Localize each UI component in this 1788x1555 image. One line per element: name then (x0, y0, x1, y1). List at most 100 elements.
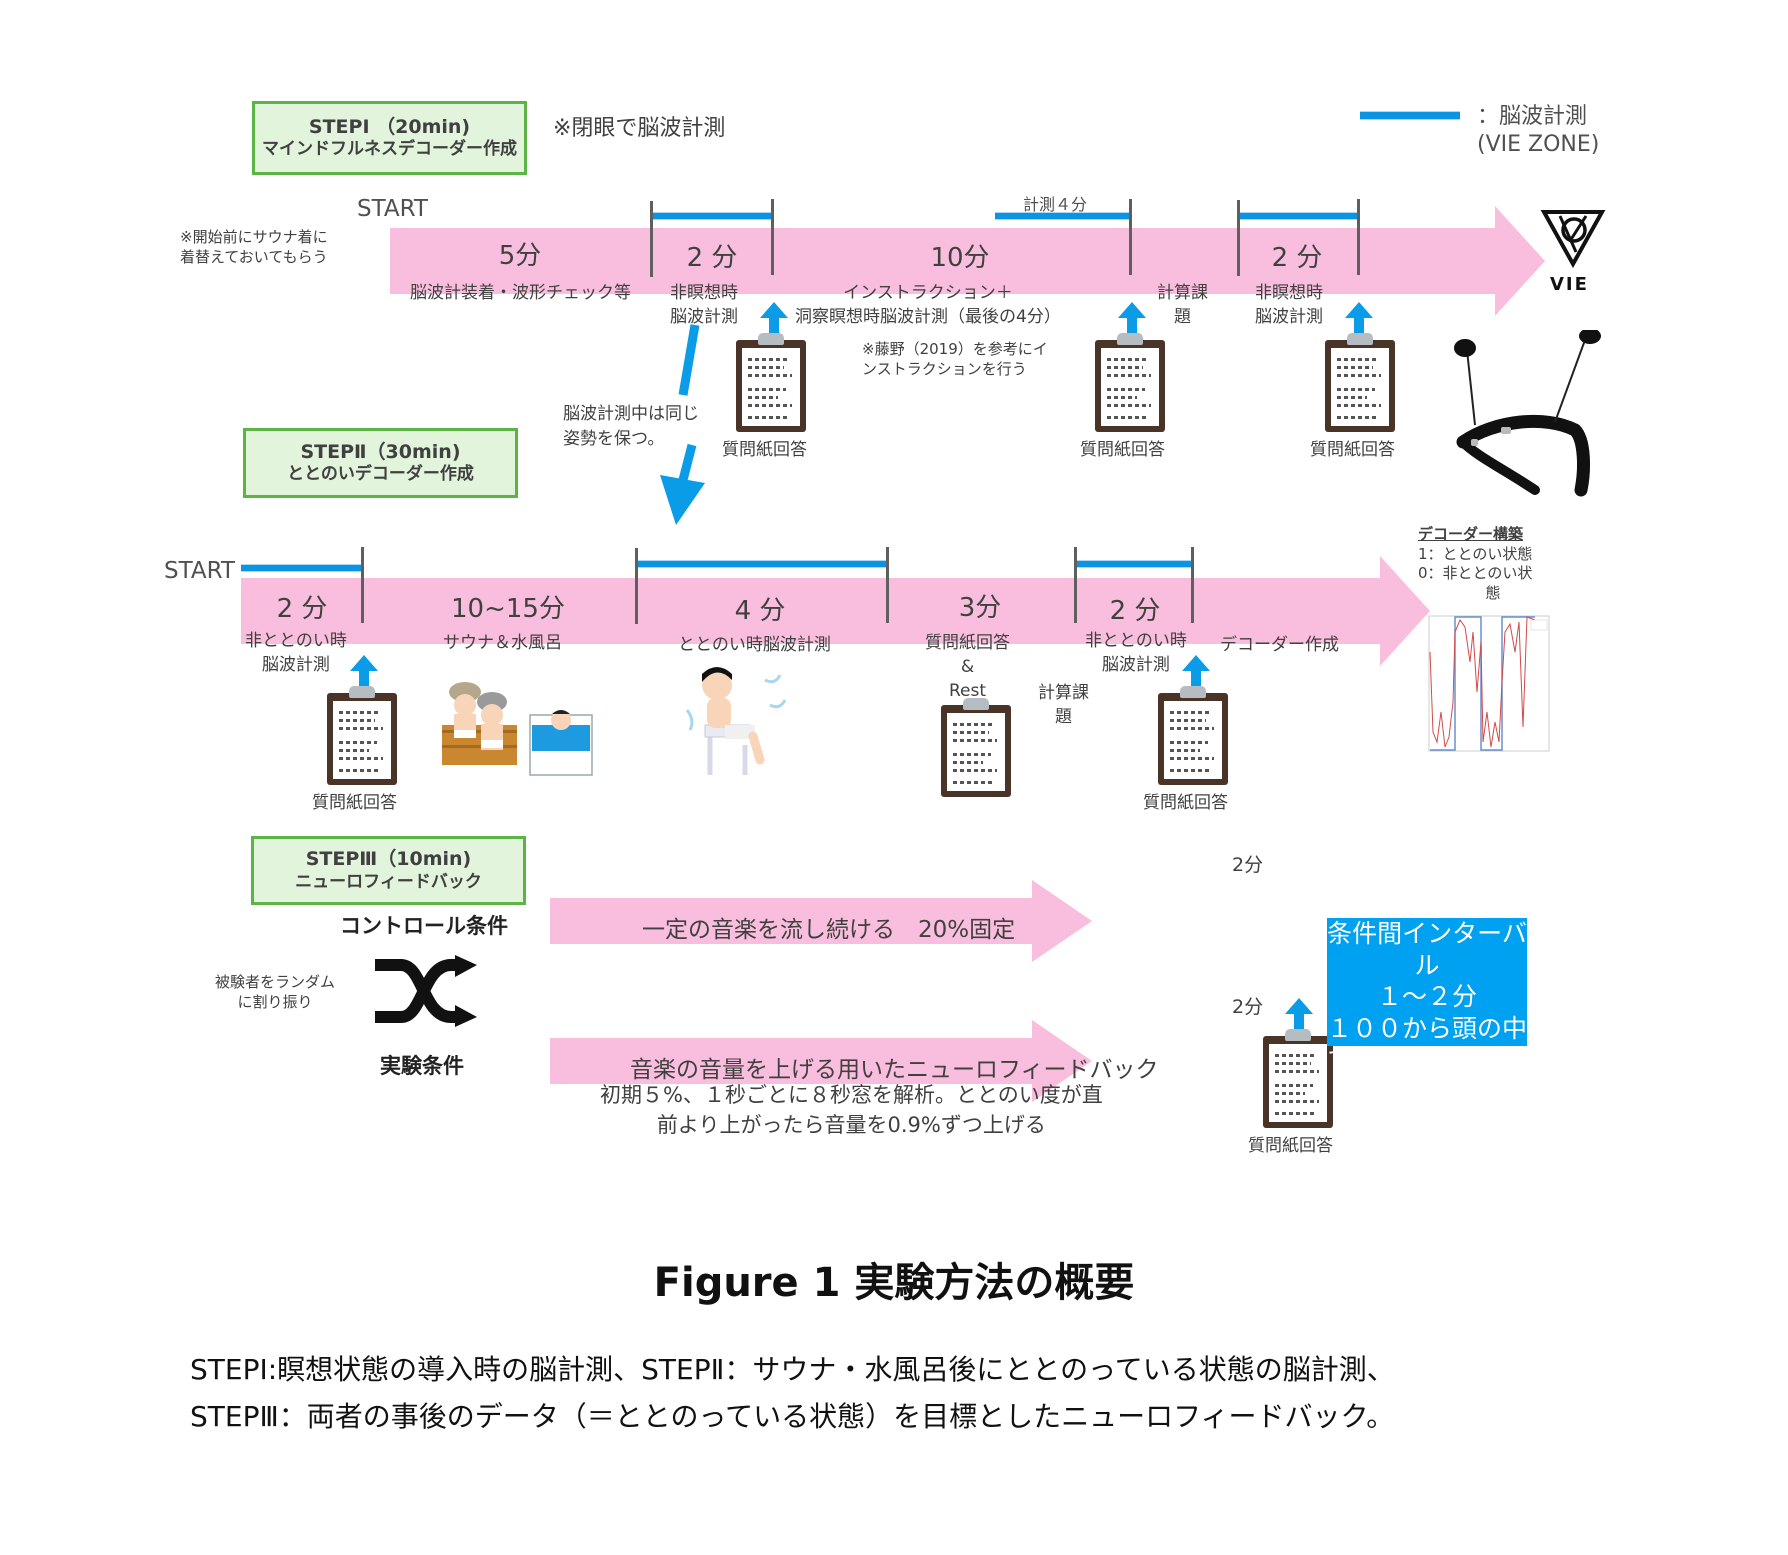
step1-non-meditation-label-2: 非瞑想時 脳波計測 (1255, 282, 1323, 330)
step1-instruction-label: インストラクション＋ 洞察瞑想時脳波計測（最後の4分） (795, 282, 1061, 330)
decoder-line1: 1：ととのい状態 (1418, 544, 1533, 563)
up-arrow-icon (1182, 655, 1210, 703)
step2-non-totonoi-label: 非ととのい時 脳波計測 (245, 630, 347, 678)
experiment-arrow-text: 音楽の音量を上げる用いたニューロフィードバック (630, 1057, 1159, 1083)
step3-subtitle: ニューロフィードバック (295, 871, 482, 892)
posture-note: 脳波計測中は同じ 姿勢を保つ。 (563, 402, 699, 451)
decoder-plot-thumbnail (1428, 615, 1550, 752)
legend-line-label: ：脳波計測 (1477, 104, 1588, 129)
step2-box: STEPⅡ（30min) ととのいデコーダー作成 (243, 428, 518, 498)
step1-segment-label: 2 分 (1271, 243, 1323, 273)
label-line: 題 (1174, 306, 1191, 327)
step1-tick (650, 201, 653, 277)
step1-measure-bar (995, 212, 1129, 220)
step1-pre-note: ※開始前にサウナ着に 着替えておいてもらう (180, 228, 328, 267)
step2-totonoi-label: ととのい時脳波計測 (678, 635, 831, 655)
step1-non-meditation-label: 非瞑想時 脳波計測 (670, 282, 738, 330)
questionnaire-clipboard-icon (1263, 1029, 1333, 1128)
pre-note-line1: ※開始前にサウナ着に (180, 228, 328, 246)
label-line: インストラクション＋ (843, 283, 1013, 303)
legend-line (1360, 111, 1460, 120)
label-line: 非ととのい時 (1085, 631, 1187, 651)
step2-timeline-arrowhead (1380, 556, 1430, 666)
step1-segment-label: 2 分 (686, 243, 738, 273)
step2-questionnaire-label: 質問紙回答 (1143, 793, 1228, 813)
step2-rest-label: 質問紙回答 & Rest (925, 632, 1010, 703)
vie-logo-icon (1540, 210, 1606, 269)
label-line: 脳波計測 (261, 654, 330, 675)
up-arrow-icon (350, 655, 378, 703)
label-line: 前より上がったら音量を0.9%ずつ上げる (656, 1113, 1046, 1138)
step2-timeline-bar (241, 578, 1380, 644)
posture-arrow-icon (660, 324, 705, 525)
step1-questionnaire-label: 質問紙回答 (1080, 440, 1165, 460)
label-line: 脳波計測 (670, 306, 738, 327)
step2-calc-task-label: 計算課 題 (1038, 682, 1089, 730)
step1-start-label: START (357, 196, 428, 222)
questionnaire-clipboard-icon (1095, 333, 1165, 432)
decoder-line3: 態 (1485, 583, 1501, 602)
decoder-line2: 0：非ととのい状 (1418, 564, 1533, 582)
step1-timeline-bar (390, 228, 1495, 294)
step1-box: STEPⅠ （20min) マインドフルネスデコーダー作成 (252, 101, 527, 175)
shuffle-icon (375, 955, 477, 1027)
label-line: 非瞑想時 (1255, 283, 1323, 303)
questionnaire-clipboard-icon (1325, 333, 1395, 432)
step1-timeline-arrowhead (1495, 206, 1545, 316)
step1-reference-note: ※藤野（2019）を参考にイ ンストラクションを行う (862, 340, 1048, 379)
interval-line: で７を引いていく (1327, 1045, 1527, 1074)
experiment-detail: 初期５%、１秒ごとに８秒窓を解析。ととのい度が直 前より上がったら音量を0.9%… (600, 1080, 1103, 1141)
relaxed-person-illustration-icon (685, 667, 787, 775)
control-arrow-bar (550, 898, 1032, 944)
label-line: 姿勢を保つ。 (563, 428, 665, 449)
experiment-condition-label: 実験条件 (380, 1054, 464, 1078)
step2-measure-bar (1077, 560, 1191, 568)
step1-tick (771, 199, 774, 275)
step2-segment-label: 3分 (958, 593, 1002, 623)
label-line: 質問紙回答 (925, 633, 1010, 653)
sauna-illustration-icon (442, 682, 593, 776)
step1-tick (1129, 199, 1132, 275)
interval-line: 条件間インターバル (1327, 919, 1527, 980)
label-line: 脳波計測 (1255, 306, 1323, 327)
step2-measure-bar (241, 564, 361, 572)
step1-segment-label: 10分 (930, 243, 990, 273)
step1-setup-label: 脳波計装着・波形チェック等 (410, 283, 631, 303)
step2-questionnaire-label: 質問紙回答 (312, 793, 397, 813)
label-line: 脳波計測中は同じ (563, 404, 699, 424)
label-line: 洞察瞑想時脳波計測（最後の4分） (795, 306, 1061, 327)
label-line: に割り振り (237, 992, 313, 1011)
legend-line-sub: (VIE ZONE) (1477, 131, 1600, 157)
label-line: 脳波計測 (1101, 654, 1170, 675)
label-line: 計算課 (1157, 283, 1208, 303)
step2-measure-bar (638, 560, 886, 568)
step2-segment-label: 4 分 (734, 596, 786, 626)
questionnaire-clipboard-icon (327, 686, 397, 785)
control-duration: 2分 (1232, 854, 1264, 876)
up-arrow-icon (760, 302, 788, 350)
control-condition-label: コントロール条件 (340, 914, 508, 938)
decoder-panel: デコーダー構築 1：ととのい状態 0：非ととのい状 態 (1418, 525, 1568, 603)
label-line: 初期５%、１秒ごとに８秒窓を解析。ととのい度が直 (600, 1083, 1103, 1107)
vie-brand-label: VIE (1550, 274, 1589, 295)
questionnaire-clipboard-icon (941, 698, 1011, 797)
step1-calc-task-label: 計算課 題 (1157, 282, 1208, 330)
label-line: Rest (948, 680, 987, 701)
step1-questionnaire-label: 質問紙回答 (722, 440, 807, 460)
step2-tick (886, 547, 889, 623)
label-line: 被験者をランダム (215, 973, 336, 991)
step2-title: STEPⅡ（30min) (300, 440, 461, 463)
step2-tick (361, 547, 364, 623)
step1-title: STEPⅠ （20min) (308, 115, 471, 138)
step2-start-label: START (164, 558, 235, 584)
interval-box: 条件間インターバル １～２分 １００から頭の中 で７を引いていく (1327, 918, 1527, 1074)
step1-segment-label: 5分 (498, 241, 542, 271)
figure-caption-line1: STEPⅠ:瞑想状態の導入時の脳計測、STEPⅡ：サウナ・水風呂後にととのってい… (190, 1353, 1395, 1386)
up-arrow-icon (1285, 998, 1313, 1046)
label-line: 非瞑想時 (670, 283, 738, 303)
step3-title: STEPⅢ（10min) (305, 848, 472, 870)
experiment-duration: 2分 (1232, 996, 1264, 1018)
step2-tick (1191, 547, 1194, 623)
step1-questionnaire-label: 質問紙回答 (1310, 440, 1395, 460)
label-line: 非ととのい時 (245, 631, 347, 651)
